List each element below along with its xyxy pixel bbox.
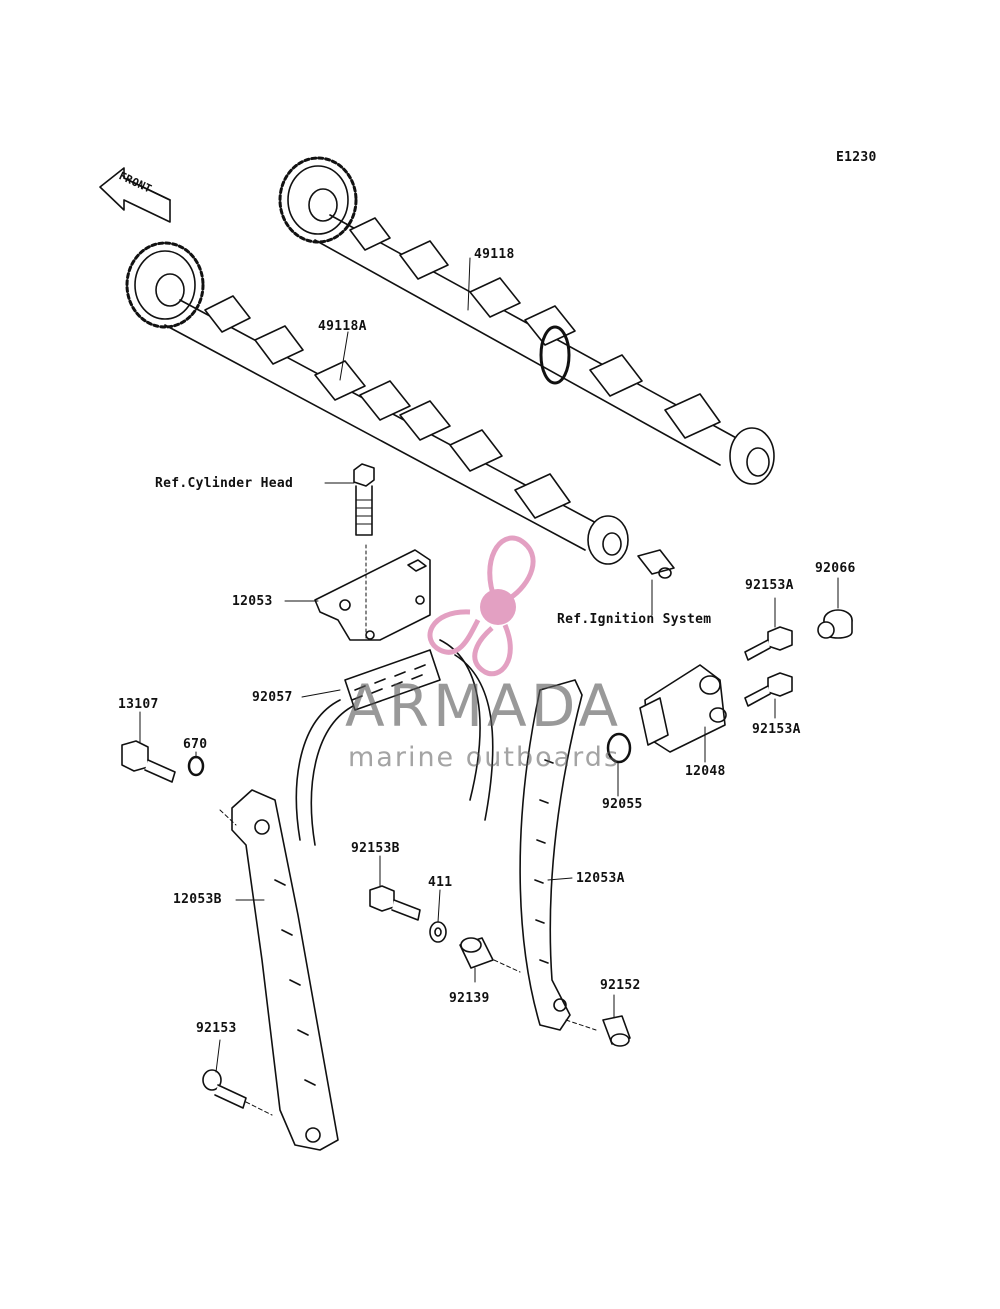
o-ring-670 bbox=[187, 755, 205, 777]
camshaft-49118 bbox=[278, 156, 775, 485]
chain-guide-12053 bbox=[314, 544, 431, 641]
watermark-title: ARMADA bbox=[345, 672, 623, 740]
watermark-subtitle: marine outboards bbox=[348, 742, 621, 773]
armada-logo-icon bbox=[427, 535, 536, 677]
chain-guide-12053B bbox=[231, 789, 339, 1151]
label-13107: 13107 bbox=[118, 697, 159, 712]
bolt-92153A-bottom bbox=[744, 672, 793, 707]
cylinder-head-bolt bbox=[353, 463, 375, 536]
label-ref-ignition-system: Ref.Ignition System bbox=[557, 612, 712, 627]
label-ref-cylinder-head: Ref.Cylinder Head bbox=[155, 476, 294, 491]
label-92057: 92057 bbox=[252, 690, 293, 705]
label-92153A-top: 92153A bbox=[745, 578, 794, 593]
tensioner-12048 bbox=[639, 664, 727, 753]
label-92152: 92152 bbox=[600, 978, 641, 993]
plug-92066 bbox=[817, 609, 853, 639]
bolt-92153 bbox=[202, 1069, 247, 1109]
label-92153: 92153 bbox=[196, 1021, 237, 1036]
front-arrow-icon bbox=[99, 167, 171, 223]
label-12053B: 12053B bbox=[173, 892, 222, 907]
label-49118A: 49118A bbox=[318, 319, 367, 334]
collar-92139 bbox=[459, 937, 494, 969]
camshaft-49118A bbox=[125, 241, 675, 579]
label-92066: 92066 bbox=[815, 561, 856, 576]
label-12053: 12053 bbox=[232, 594, 273, 609]
label-92153A-bottom: 92153A bbox=[752, 722, 801, 737]
label-92153B: 92153B bbox=[351, 841, 400, 856]
collar-92152 bbox=[602, 1015, 631, 1047]
chain-guide-12053A bbox=[519, 679, 583, 1031]
label-12053A: 12053A bbox=[576, 871, 625, 886]
bolt-13107 bbox=[121, 740, 176, 783]
label-670: 670 bbox=[183, 737, 208, 752]
label-92055: 92055 bbox=[602, 797, 643, 812]
label-411: 411 bbox=[428, 875, 453, 890]
bolt-92153B bbox=[369, 885, 421, 921]
diagram-code: E1230 bbox=[836, 150, 877, 165]
label-49118: 49118 bbox=[474, 247, 515, 262]
label-12048: 12048 bbox=[685, 764, 726, 779]
label-92139: 92139 bbox=[449, 991, 490, 1006]
leader-lines bbox=[139, 257, 839, 1116]
bolt-92153A-top bbox=[744, 626, 793, 661]
washer-411 bbox=[429, 921, 447, 943]
o-ring-92055 bbox=[606, 732, 632, 764]
cam-chain-92057 bbox=[295, 639, 494, 846]
